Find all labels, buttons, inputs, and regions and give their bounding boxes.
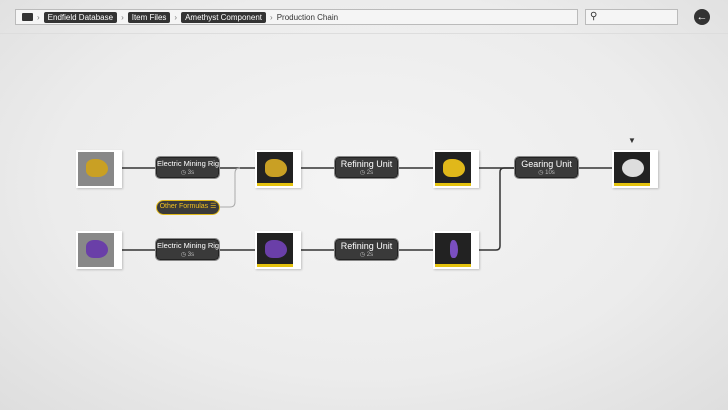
breadcrumb: › Endfield Database › Item Files › Ameth…	[15, 9, 578, 25]
item-card-ore-1[interactable]	[76, 150, 122, 188]
machine-name: Refining Unit	[340, 241, 393, 251]
machine-time: ◷ 2s	[359, 252, 374, 258]
machine-gearing-unit[interactable]: Gearing Unit◷ 10s	[514, 156, 579, 179]
time-value: 3s	[187, 252, 195, 258]
time-value: 2s	[366, 170, 374, 176]
ore-icon	[86, 240, 108, 258]
time-value: 2s	[366, 252, 374, 258]
chevron-right-icon: ›	[121, 12, 124, 22]
machine-time: ◷ 3s	[180, 170, 195, 176]
link	[220, 167, 241, 208]
time-value: 10s	[545, 170, 555, 176]
component-icon	[622, 159, 644, 177]
machine-name: Refining Unit	[340, 159, 393, 169]
breadcrumb-current: Production Chain	[276, 12, 339, 22]
machine-time: ◷ 3s	[180, 252, 195, 258]
chevron-right-icon: ›	[37, 12, 40, 22]
item-card-part-1[interactable]	[433, 150, 479, 188]
item-card-amethyst-component[interactable]	[612, 150, 658, 188]
machine-refining-unit-1[interactable]: Refining Unit◷ 2s	[334, 156, 399, 179]
machine-time: ◷ 2s	[359, 170, 374, 176]
machine-refining-unit-2[interactable]: Refining Unit◷ 2s	[334, 238, 399, 261]
time-value: 3s	[187, 170, 195, 176]
chevron-right-icon: ›	[270, 12, 273, 22]
breadcrumb-endfield-database[interactable]: Endfield Database	[43, 11, 118, 23]
machine-name: Gearing Unit	[521, 159, 572, 169]
ore-icon	[86, 159, 108, 177]
powder-icon	[265, 240, 287, 258]
machine-time: ◷ 10s	[538, 170, 555, 176]
item-card-ore-2[interactable]	[76, 231, 122, 269]
arrow-left-icon: ←	[696, 11, 708, 23]
machine-electric-mining-rig-1[interactable]: Electric Mining Rig ◷ 3s	[155, 156, 220, 179]
target-marker-icon: ▼	[628, 136, 636, 145]
item-card-part-2[interactable]	[433, 231, 479, 269]
other-formulas-button[interactable]: Other Formulas ☰	[156, 200, 220, 215]
search-input[interactable]: ⚲	[585, 9, 678, 25]
machine-name: Electric Mining Rig	[157, 241, 220, 250]
link	[478, 167, 515, 251]
list-icon: ☰	[210, 203, 217, 210]
folder-icon[interactable]	[22, 13, 33, 21]
back-button[interactable]: ←	[694, 9, 710, 25]
machine-electric-mining-rig-2[interactable]: Electric Mining Rig ◷ 3s	[155, 238, 220, 261]
other-formulas-label: Other Formulas	[159, 203, 209, 210]
breadcrumb-item-files[interactable]: Item Files	[127, 11, 171, 23]
divider	[0, 33, 728, 34]
breadcrumb-amethyst-component[interactable]: Amethyst Component	[181, 11, 267, 23]
chevron-right-icon: ›	[174, 12, 178, 22]
machine-name: Electric Mining Rig	[157, 159, 220, 168]
part-icon	[450, 240, 458, 258]
powder-icon	[265, 159, 287, 177]
search-icon: ⚲	[590, 11, 598, 22]
item-card-powder-1[interactable]	[255, 150, 301, 188]
part-icon	[443, 159, 465, 177]
item-card-powder-2[interactable]	[255, 231, 301, 269]
